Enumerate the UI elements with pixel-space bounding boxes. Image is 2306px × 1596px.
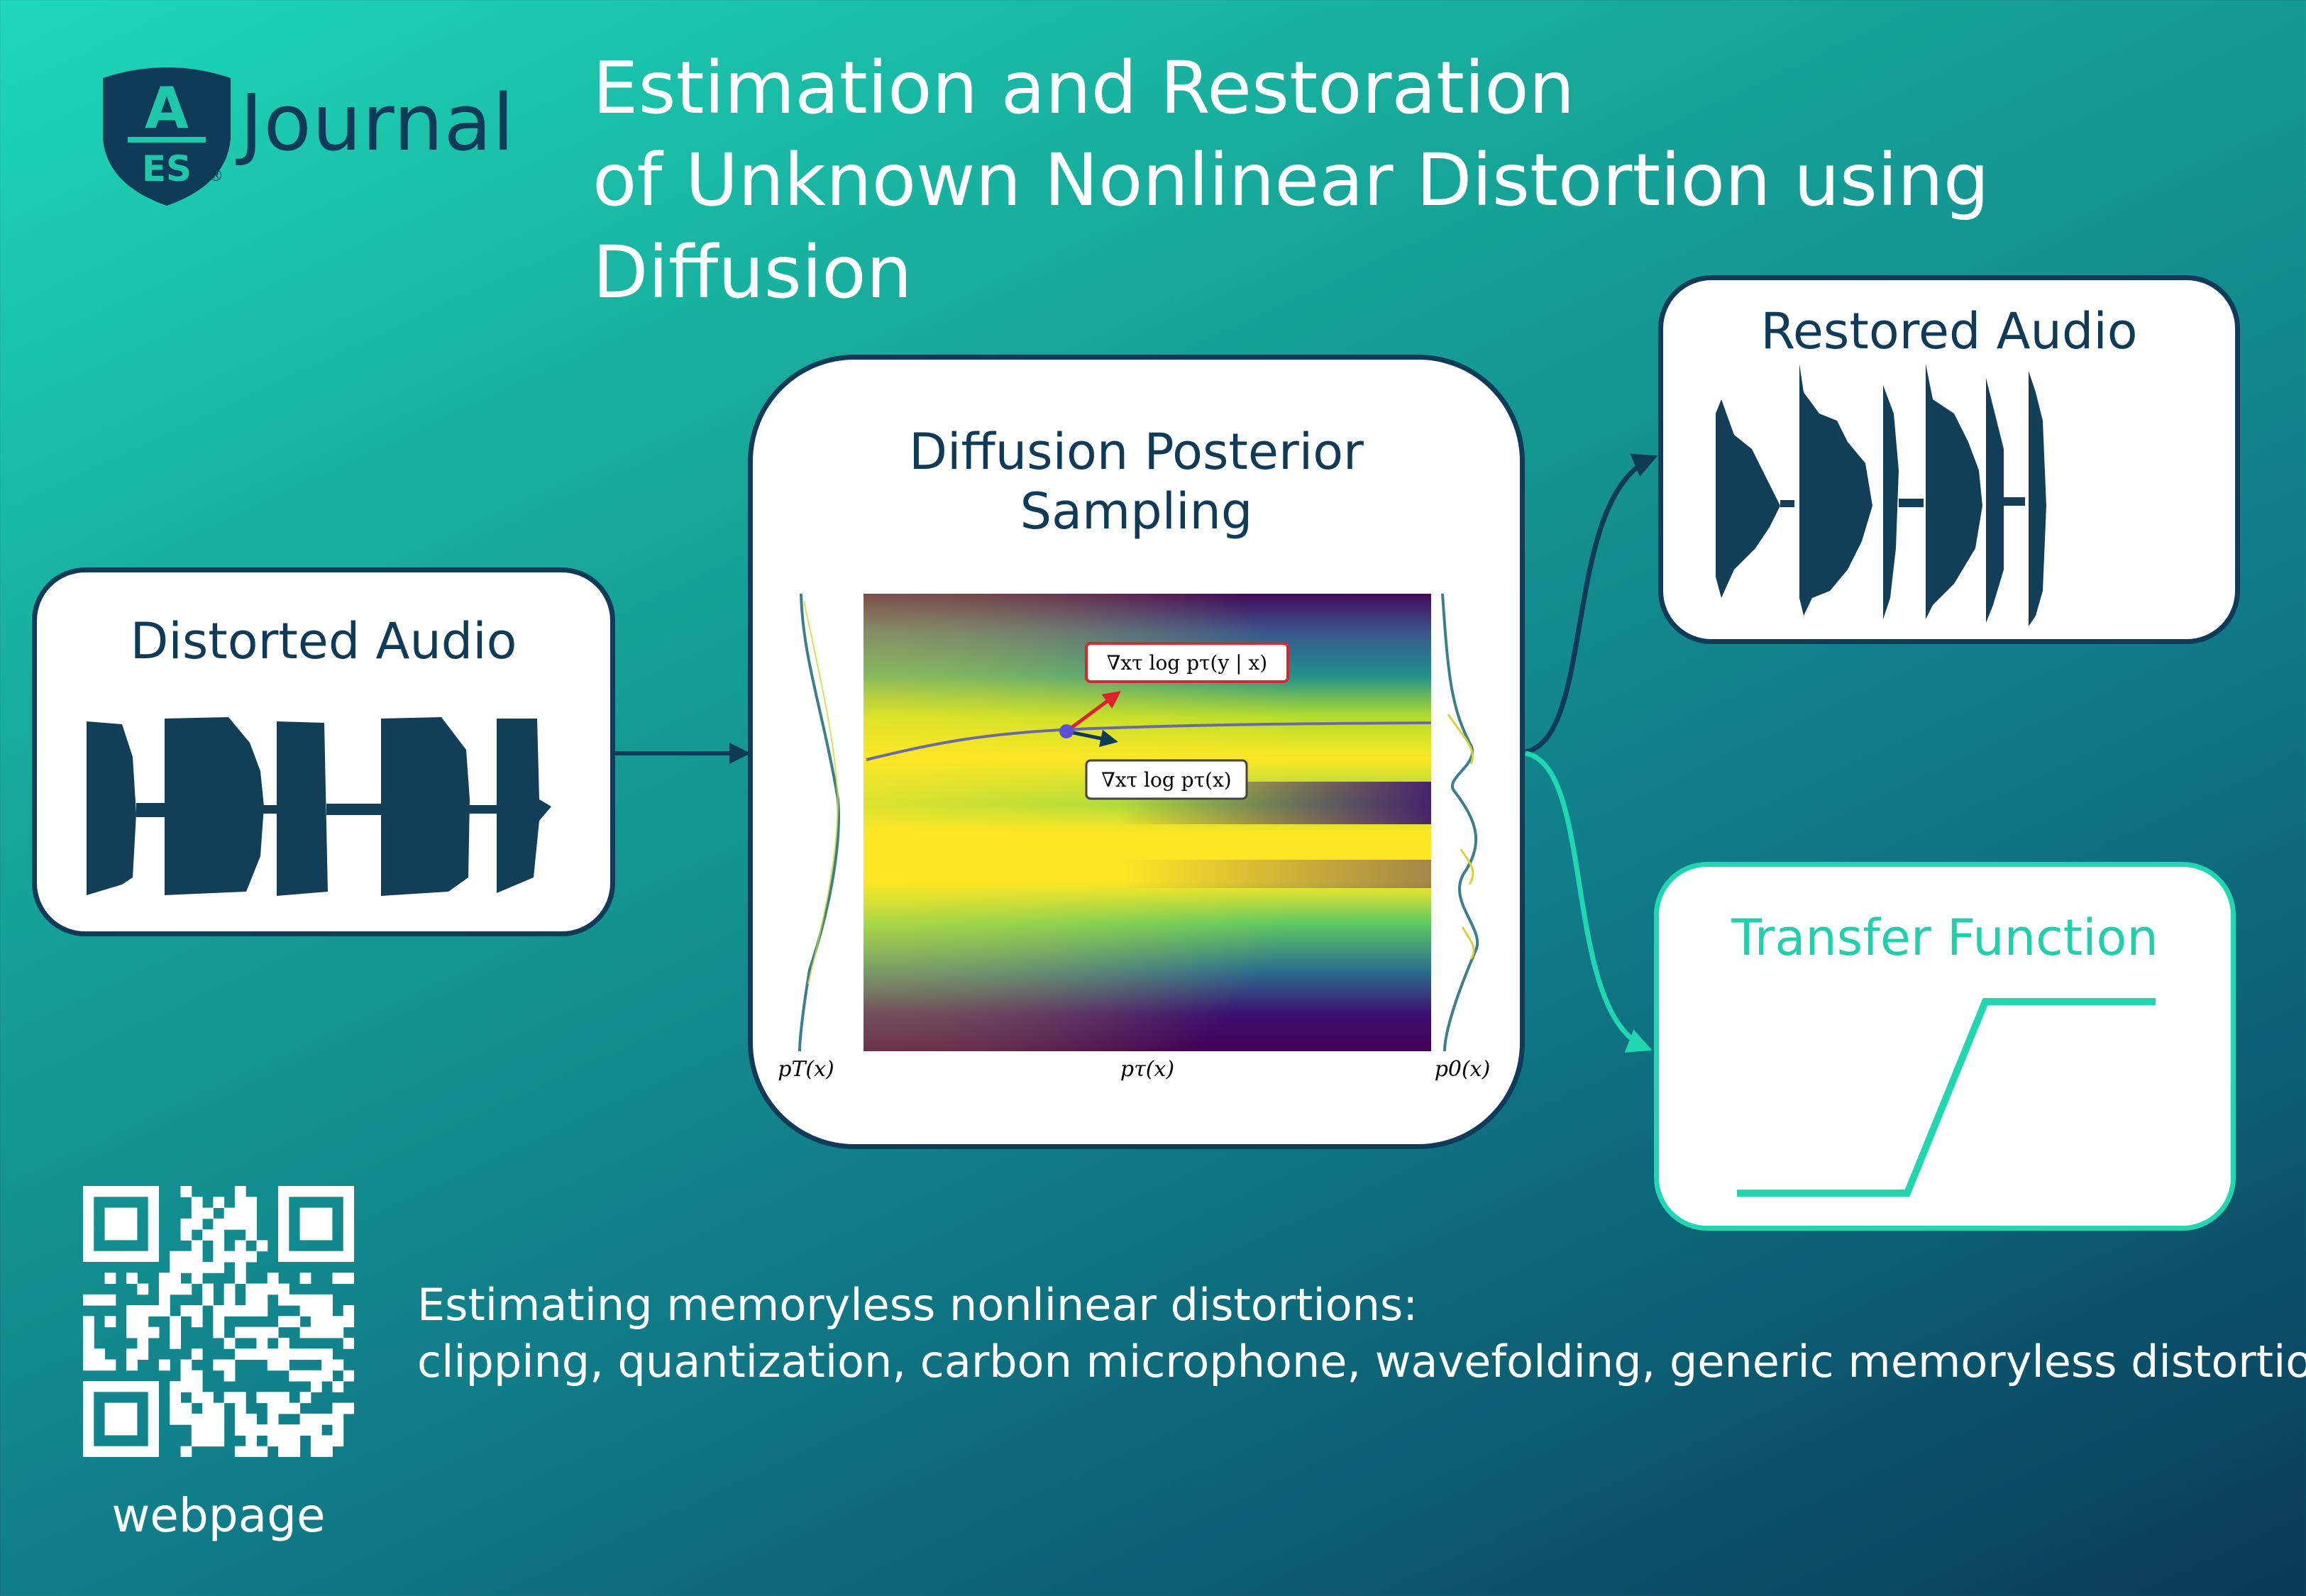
journal-label: Journal (240, 77, 515, 168)
diffusion-posterior-sampling-box: Diffusion Posterior Sampling (748, 355, 1525, 1149)
dps-label-line-2: Sampling (1020, 482, 1253, 541)
axis-label-ptau: pτ(x) (1120, 1057, 1174, 1082)
axis-label-p0: p0(x) (1435, 1057, 1491, 1082)
prior-score-arrow (1066, 729, 1118, 748)
arrow-dps-to-restored (1525, 453, 1658, 755)
qr-finder-pattern (278, 1186, 354, 1262)
webpage-qr-code[interactable] (83, 1186, 354, 1457)
diffusion-figure: ∇xτ log pτ(y | x) ∇xτ log pτ(x) pT(x) pτ… (778, 593, 1491, 1082)
description-line-1: Estimating memoryless nonlinear distorti… (417, 1279, 1418, 1331)
sampling-trajectory (866, 721, 1432, 761)
page-title: Estimation and Restoration of Unknown No… (592, 43, 2306, 319)
transfer-function-plot (1737, 998, 2156, 1197)
current-sample-point (1059, 724, 1074, 738)
transfer-function-box: Transfer Function (1654, 862, 2236, 1231)
arrow-dps-to-transfer (1525, 750, 1653, 1053)
logo-shield (103, 67, 231, 206)
qr-finder-pattern (83, 1381, 159, 1457)
likelihood-score-label: ∇xτ log pτ(y | x) (1107, 651, 1267, 675)
description-line-2: clipping, quantization, carbon microphon… (417, 1336, 2306, 1387)
dps-label-line-1: Diffusion Posterior (909, 423, 1364, 481)
transfer-function-curve (1737, 998, 2156, 1197)
pt-density-curve (798, 593, 840, 1052)
logo-letters-es: ES (142, 148, 192, 189)
restored-waveform (1716, 364, 2046, 626)
title-line-2: of Unknown Nonlinear Distortion using Di… (592, 138, 1990, 315)
qr-finder-pattern (83, 1186, 159, 1262)
aes-logo: A ES ® (103, 67, 231, 206)
logo-letter-a: A (145, 75, 189, 141)
transfer-function-label: Transfer Function (1731, 909, 2158, 967)
distorted-waveform (87, 717, 551, 896)
qr-code-label: webpage (111, 1488, 326, 1543)
likelihood-score-arrow (1065, 691, 1122, 733)
restored-audio-label: Restored Audio (1760, 302, 2138, 360)
p0-density-curve (1441, 593, 1479, 1052)
logo-registered-mark: ® (208, 167, 224, 185)
prior-score-label: ∇xτ log pτ(x) (1101, 768, 1231, 792)
restored-audio-box: Restored Audio (1658, 275, 2240, 644)
distorted-audio-box: Distorted Audio (32, 567, 615, 936)
dps-label: Diffusion Posterior Sampling (753, 422, 1520, 541)
distorted-audio-label: Distorted Audio (130, 612, 517, 670)
title-line-1: Estimation and Restoration (592, 46, 1575, 131)
description-text: Estimating memoryless nonlinear distorti… (417, 1277, 2306, 1390)
axis-label-pT: pT(x) (778, 1057, 834, 1082)
